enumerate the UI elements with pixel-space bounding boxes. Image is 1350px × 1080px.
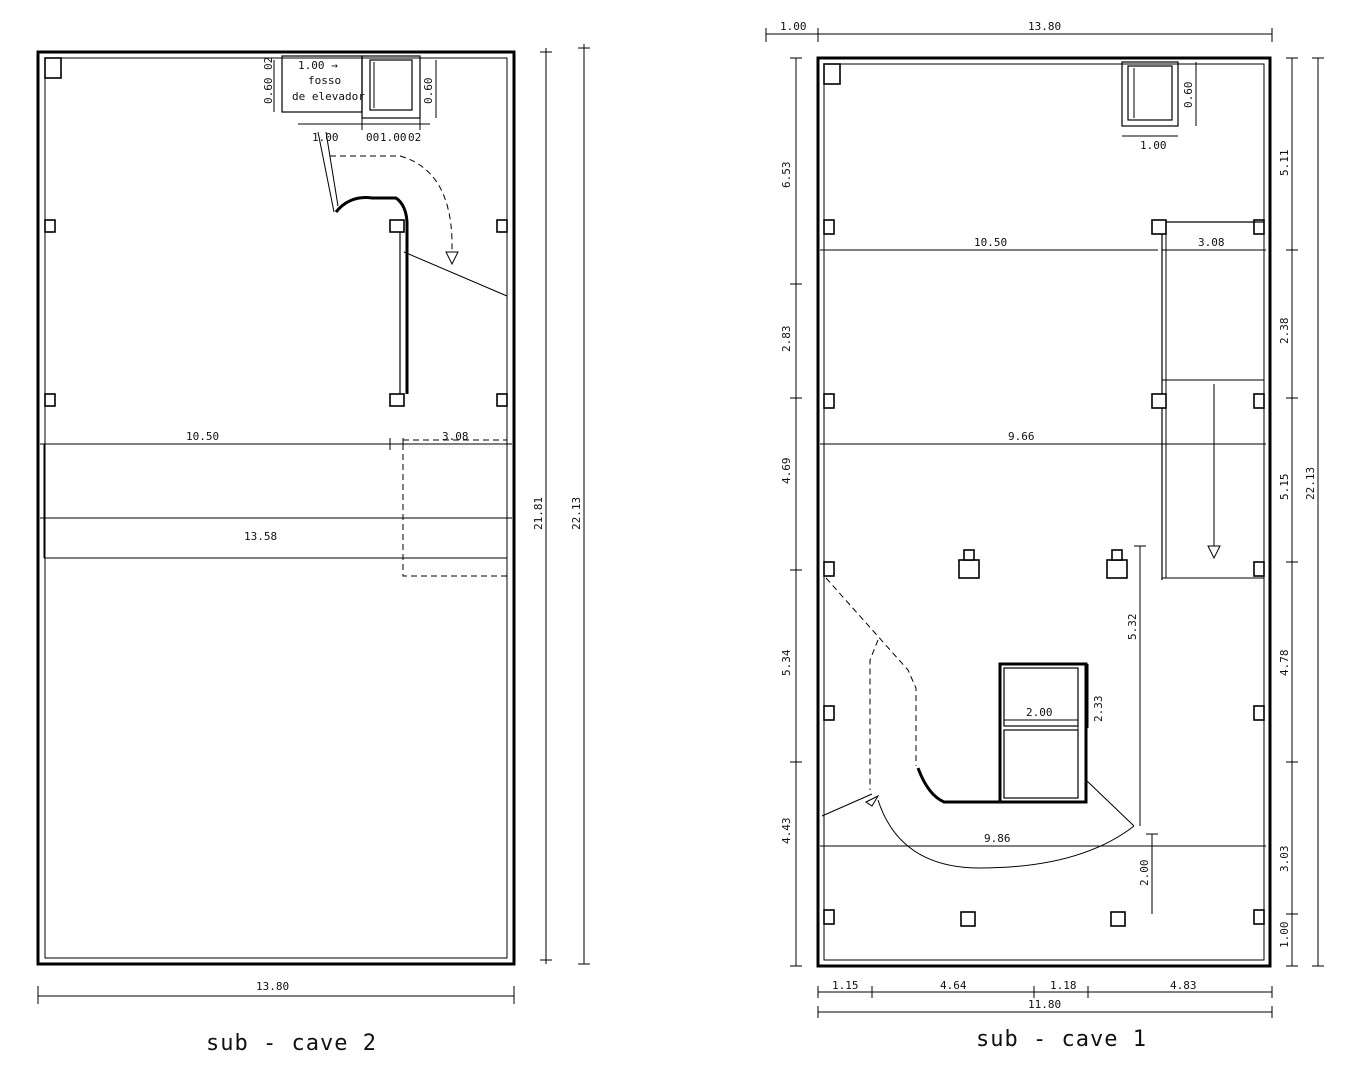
dim-top-left: 1.00 — [780, 20, 807, 33]
dim-elev-width: 1.00 — [1140, 139, 1167, 152]
pilaster — [823, 393, 835, 409]
dim-right-total: 22.13 — [1304, 467, 1317, 500]
central-core — [998, 662, 1088, 804]
dim-bottom-total: 11.80 — [1028, 998, 1061, 1011]
dim-elev-height-right: 0.60 — [422, 78, 435, 105]
dim-right-478: 4.78 — [1278, 650, 1291, 677]
dim-depth-200: 2.00 — [1138, 860, 1151, 887]
plan-sub-cave-1: 1.00 13.80 0.60 1.00 10.50 3.08 9.66 9.8… — [765, 20, 1324, 1052]
plan-title-sub-cave-2: sub - cave 2 — [206, 1031, 377, 1056]
dim-bottom-115: 1.15 — [832, 979, 859, 992]
column — [389, 219, 405, 233]
ramp-turn-arc — [877, 799, 1135, 869]
dim-right-303: 3.03 — [1278, 846, 1291, 873]
dim-elev-width-a: 1.00 — [312, 131, 339, 144]
dim-height-outer: 22.13 — [570, 497, 583, 530]
dim-span-left: 10.50 — [186, 430, 219, 443]
leader-line — [317, 131, 335, 213]
ramp-arrow — [865, 794, 880, 807]
ramp-slope-line — [403, 251, 508, 297]
dim-small-b: 02 — [408, 131, 421, 144]
ramp-arrow — [1207, 545, 1221, 560]
dim-left-443: 4.43 — [780, 818, 793, 845]
ramp-arrow — [445, 251, 459, 266]
ramp-edge-line — [1085, 779, 1135, 827]
ramp-dashed-path — [825, 577, 917, 766]
ramp-slope-line — [821, 793, 873, 817]
elevator-dim-label: 1.00 → — [298, 59, 338, 72]
dim-span-a-left: 10.50 — [974, 236, 1007, 249]
dim-left-534: 5.34 — [780, 649, 793, 676]
dim-bottom-118: 1.18 — [1050, 979, 1077, 992]
corner-column — [823, 63, 841, 85]
pilaster — [496, 393, 508, 407]
inner-wall-line — [823, 63, 1265, 961]
corner-column — [44, 57, 62, 79]
elevator-pit — [281, 55, 363, 113]
dim-right-511: 5.11 — [1278, 150, 1291, 177]
dim-elev-height: 0.60 — [1182, 82, 1195, 109]
elevator-shaft — [361, 55, 421, 130]
pilaster — [44, 393, 56, 407]
leader-line — [325, 131, 339, 207]
dim-small-c: 02 — [262, 57, 275, 70]
ramp-wall-curve — [916, 767, 1000, 804]
dim-left-469: 4.69 — [780, 458, 793, 485]
inner-wall-line — [44, 57, 508, 959]
dim-right-100: 1.00 — [1278, 922, 1291, 949]
outer-wall — [36, 50, 516, 966]
plan-title-sub-cave-1: sub - cave 1 — [976, 1027, 1147, 1052]
dim-span-c: 9.86 — [984, 832, 1011, 845]
interior-column — [960, 911, 976, 927]
dim-left-283: 2.83 — [780, 326, 793, 353]
dim-span-b: 9.66 — [1008, 430, 1035, 443]
dim-right-515: 5.15 — [1278, 474, 1291, 501]
dim-core-height: 2.33 — [1092, 696, 1105, 723]
dim-left-653: 6.53 — [780, 162, 793, 189]
pilaster — [1253, 561, 1265, 577]
dim-bottom-464: 4.64 — [940, 979, 967, 992]
column — [1151, 393, 1167, 409]
dim-span-mid: 13.58 — [244, 530, 277, 543]
dim-elev-height-left: 0.60 — [262, 78, 275, 105]
plan-sub-cave-2: 1.00 → fosso de elevador 0.60 0.60 1.00 … — [36, 44, 590, 1056]
column — [1151, 219, 1167, 235]
pit-label-line1: fosso — [308, 74, 341, 87]
pilaster — [823, 561, 835, 577]
pilaster — [1253, 219, 1265, 235]
interior-column — [1106, 549, 1128, 579]
pit-label-line2: de elevador — [292, 90, 365, 103]
dim-bottom-483: 4.83 — [1170, 979, 1197, 992]
dashed-outline — [402, 439, 508, 577]
outer-wall — [816, 56, 1272, 968]
dim-width-bottom: 13.80 — [256, 980, 289, 993]
pilaster — [1253, 909, 1265, 925]
dim-elev-width-b: 1.00 — [380, 131, 407, 144]
pilaster — [1253, 705, 1265, 721]
dim-right-238: 2.38 — [1278, 318, 1291, 345]
ramp-direction-path — [330, 155, 453, 262]
pilaster — [823, 909, 835, 925]
dim-depth-532: 5.32 — [1126, 614, 1139, 641]
dim-core-width: 2.00 — [1026, 706, 1053, 719]
dim-height-inner: 21.81 — [532, 497, 545, 530]
pilaster — [823, 705, 835, 721]
elevator-shaft — [1121, 61, 1179, 127]
dim-span-a-right: 3.08 — [1198, 236, 1225, 249]
pilaster — [496, 219, 508, 233]
ramp-wall-curve — [334, 196, 409, 394]
dim-top-main: 13.80 — [1028, 20, 1061, 33]
pilaster — [44, 219, 56, 233]
interior-column — [958, 549, 980, 579]
column — [389, 393, 405, 407]
pilaster — [1253, 393, 1265, 409]
pilaster — [823, 219, 835, 235]
dim-span-right: 3.08 — [442, 430, 469, 443]
dim-small-a: 00 — [366, 131, 379, 144]
ramp-dashed-path — [869, 639, 879, 790]
interior-column — [1110, 911, 1126, 927]
